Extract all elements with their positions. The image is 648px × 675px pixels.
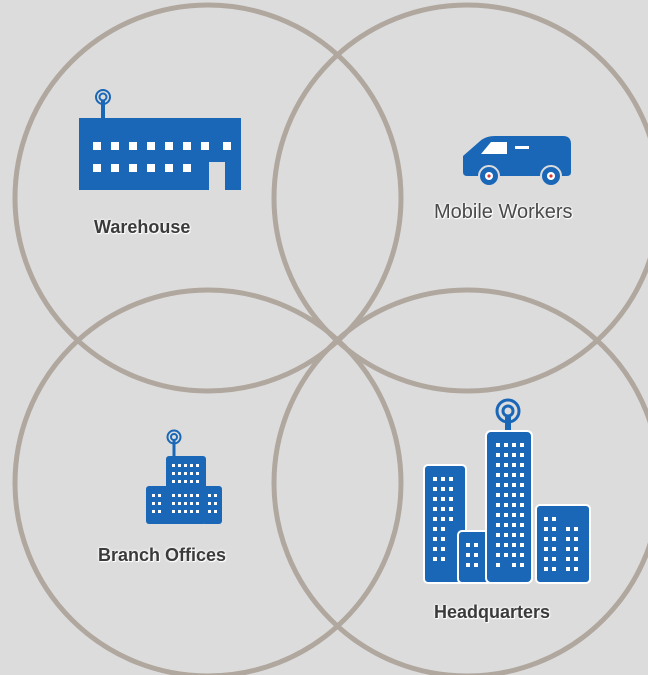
ring-branch-offices — [12, 287, 404, 675]
ring-warehouse — [12, 2, 404, 394]
branch-building-icon — [146, 429, 222, 524]
mobile-workers-label: Mobile Workers — [434, 201, 573, 223]
headquarters-label: Headquarters — [434, 602, 551, 622]
headquarters-icon — [423, 398, 591, 584]
ring-headquarters — [271, 287, 648, 675]
van-icon — [463, 136, 571, 187]
ring-mobile-workers — [271, 2, 648, 394]
branch-offices-label: Branch Offices — [98, 545, 227, 565]
warehouse-icon — [79, 89, 241, 190]
warehouse-label: Warehouse — [94, 217, 191, 237]
